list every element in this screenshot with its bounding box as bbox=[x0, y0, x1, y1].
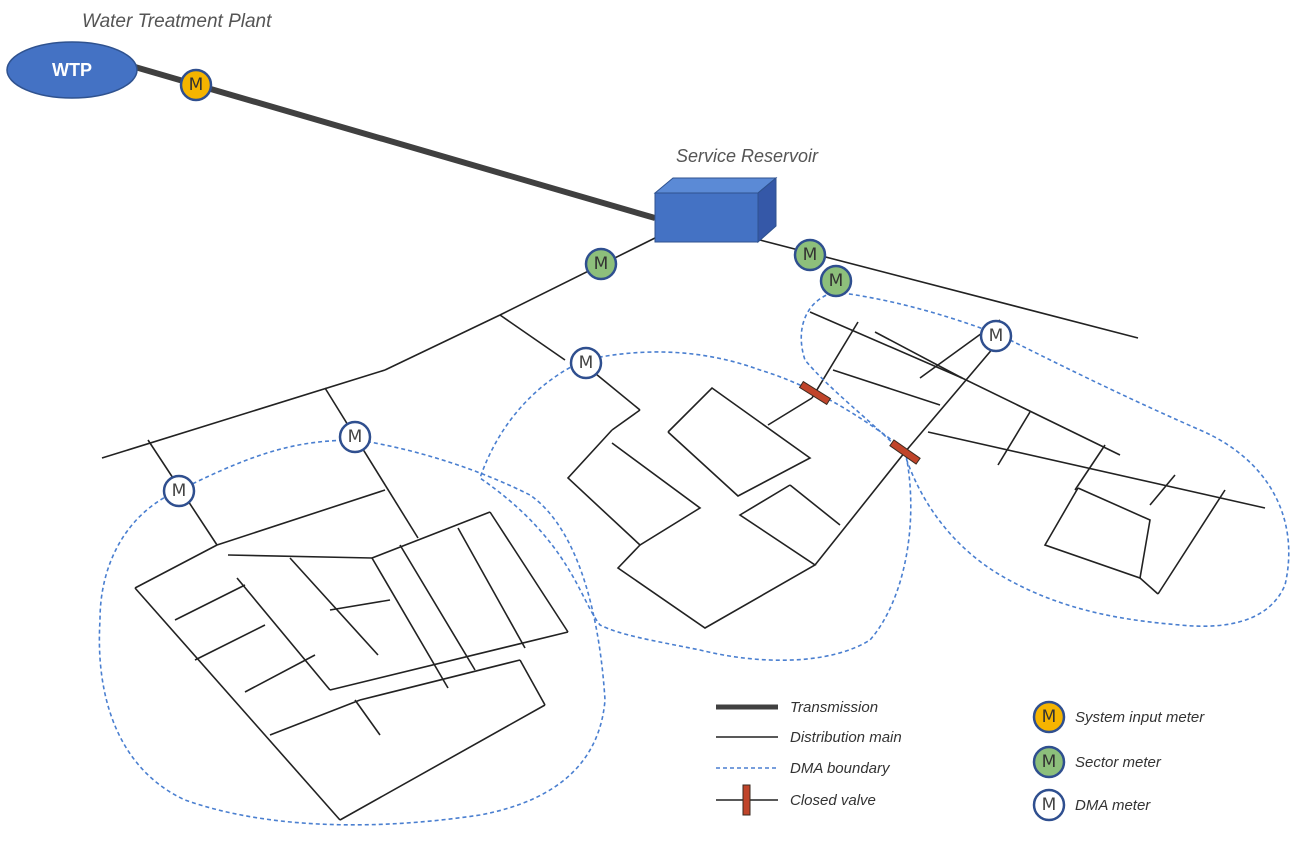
reservoir-top bbox=[653, 177, 778, 194]
svg-text:M: M bbox=[579, 353, 594, 373]
wtp-abbrev: WTP bbox=[52, 60, 92, 80]
reservoir-front bbox=[654, 192, 759, 243]
sector-meter: M bbox=[819, 264, 853, 298]
water-treatment-plant: WTP bbox=[6, 41, 138, 99]
svg-text:M: M bbox=[348, 427, 363, 447]
legend-label-dma-meter: DMA meter bbox=[1075, 797, 1151, 814]
svg-text:M: M bbox=[803, 245, 818, 265]
legend: Transmission Distribution main DMA bound… bbox=[716, 699, 1205, 822]
svg-text:M: M bbox=[989, 326, 1004, 346]
dma-boundary-middle bbox=[479, 351, 912, 662]
sector-meter: M bbox=[793, 238, 827, 272]
legend-item-transmission: Transmission bbox=[716, 699, 878, 716]
service-reservoir bbox=[653, 176, 778, 244]
dma-boundary-left bbox=[98, 439, 606, 826]
system-input-meter: M bbox=[179, 68, 213, 102]
closed-valve bbox=[889, 439, 921, 465]
dma-meter: M bbox=[338, 420, 372, 454]
closed-valves bbox=[798, 380, 921, 465]
system-input-meter-swatch bbox=[1032, 700, 1066, 734]
legend-label-sector-meter: Sector meter bbox=[1075, 754, 1162, 771]
dma-meter-swatch bbox=[1032, 788, 1066, 822]
svg-text:M: M bbox=[189, 75, 204, 95]
svg-text:M: M bbox=[829, 271, 844, 291]
meters: M M M M M M M M bbox=[162, 68, 1013, 508]
legend-label-distribution: Distribution main bbox=[790, 729, 902, 746]
legend-item-dma-meter: M bbox=[1032, 788, 1066, 822]
legend-label-system-input-meter: System input meter bbox=[1075, 709, 1205, 726]
reservoir-caption: Service Reservoir bbox=[676, 146, 819, 166]
distribution-mains bbox=[101, 237, 1266, 821]
wtp-ellipse bbox=[6, 41, 138, 99]
svg-text:M: M bbox=[1042, 752, 1057, 772]
wtp-caption: Water Treatment Plant bbox=[82, 11, 272, 32]
svg-text:M: M bbox=[1042, 795, 1057, 815]
dma-meter: M bbox=[569, 346, 603, 380]
svg-text:M: M bbox=[172, 481, 187, 501]
dma-meter: M bbox=[979, 319, 1013, 353]
dma-meter: M bbox=[162, 474, 196, 508]
svg-text:M: M bbox=[594, 254, 609, 274]
dma-boundaries bbox=[98, 291, 1290, 826]
legend-item-closed-valve: Closed valve bbox=[716, 784, 876, 816]
legend-item-sector-meter: M bbox=[1032, 745, 1066, 779]
legend-label-dma-boundary: DMA boundary bbox=[790, 760, 891, 777]
transmission-main bbox=[134, 64, 656, 221]
closed-valve bbox=[798, 380, 832, 406]
sector-meter-swatch bbox=[1032, 745, 1066, 779]
legend-label-transmission: Transmission bbox=[790, 699, 878, 716]
legend-item-distribution: Distribution main bbox=[716, 729, 902, 746]
sector-meter: M bbox=[584, 247, 618, 281]
closed-valve-swatch bbox=[742, 784, 751, 816]
legend-label-closed-valve: Closed valve bbox=[790, 792, 876, 809]
legend-item-system-input-meter: M bbox=[1032, 700, 1066, 734]
legend-item-dma-boundary: DMA boundary bbox=[716, 760, 891, 777]
svg-text:M: M bbox=[1042, 707, 1057, 727]
